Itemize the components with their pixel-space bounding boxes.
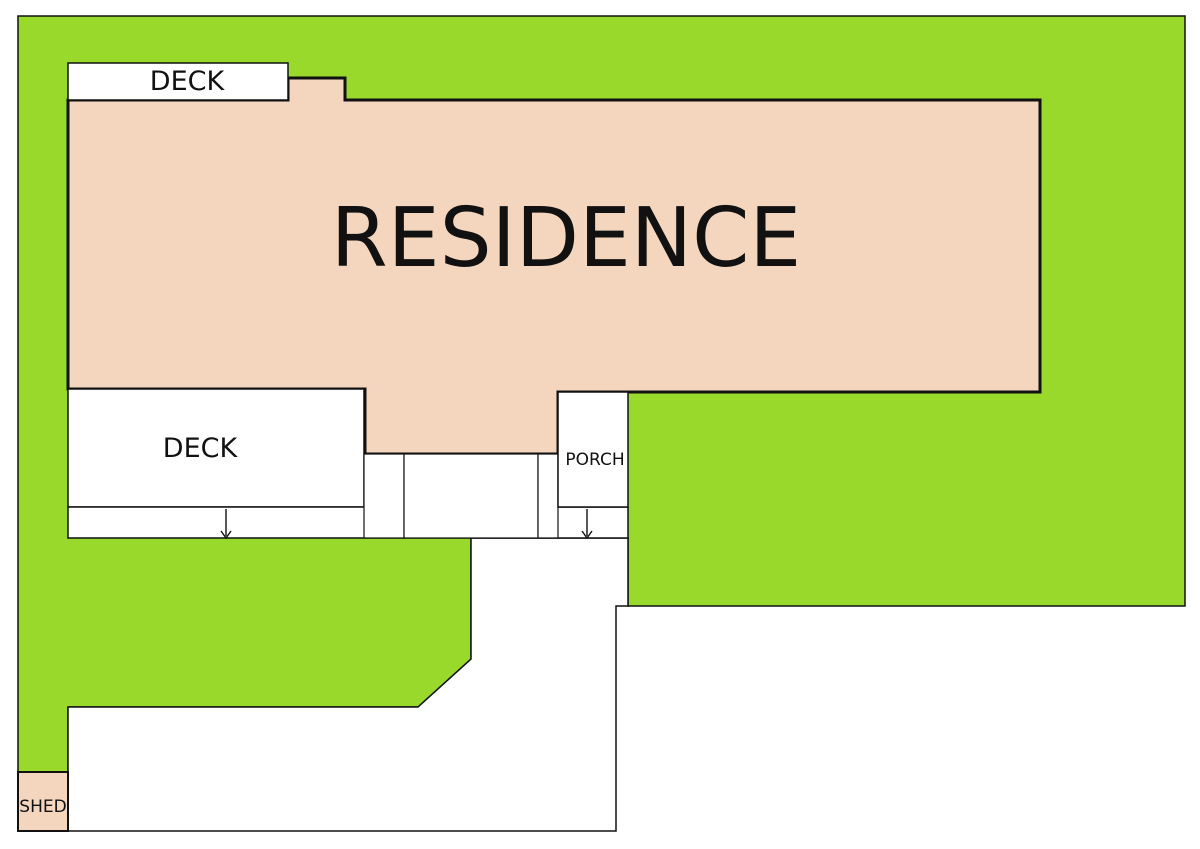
shed — [17, 771, 69, 832]
porch-step-arrow — [581, 509, 593, 540]
porch — [557, 391, 629, 508]
deck-bottom-label: DECK — [163, 433, 239, 464]
deck-top-label: DECK — [150, 66, 226, 97]
deck-step-arrow — [220, 509, 232, 540]
deck-top — [67, 62, 289, 101]
patio-right — [537, 453, 559, 539]
patio-center — [403, 453, 539, 539]
residence-label: RESIDENCE — [331, 191, 801, 286]
driveway-paving — [67, 537, 629, 832]
shed-label: SHED — [19, 797, 66, 817]
porch-label: PORCH — [565, 450, 624, 470]
deck-bottom — [67, 388, 365, 508]
patio-area — [363, 453, 405, 539]
